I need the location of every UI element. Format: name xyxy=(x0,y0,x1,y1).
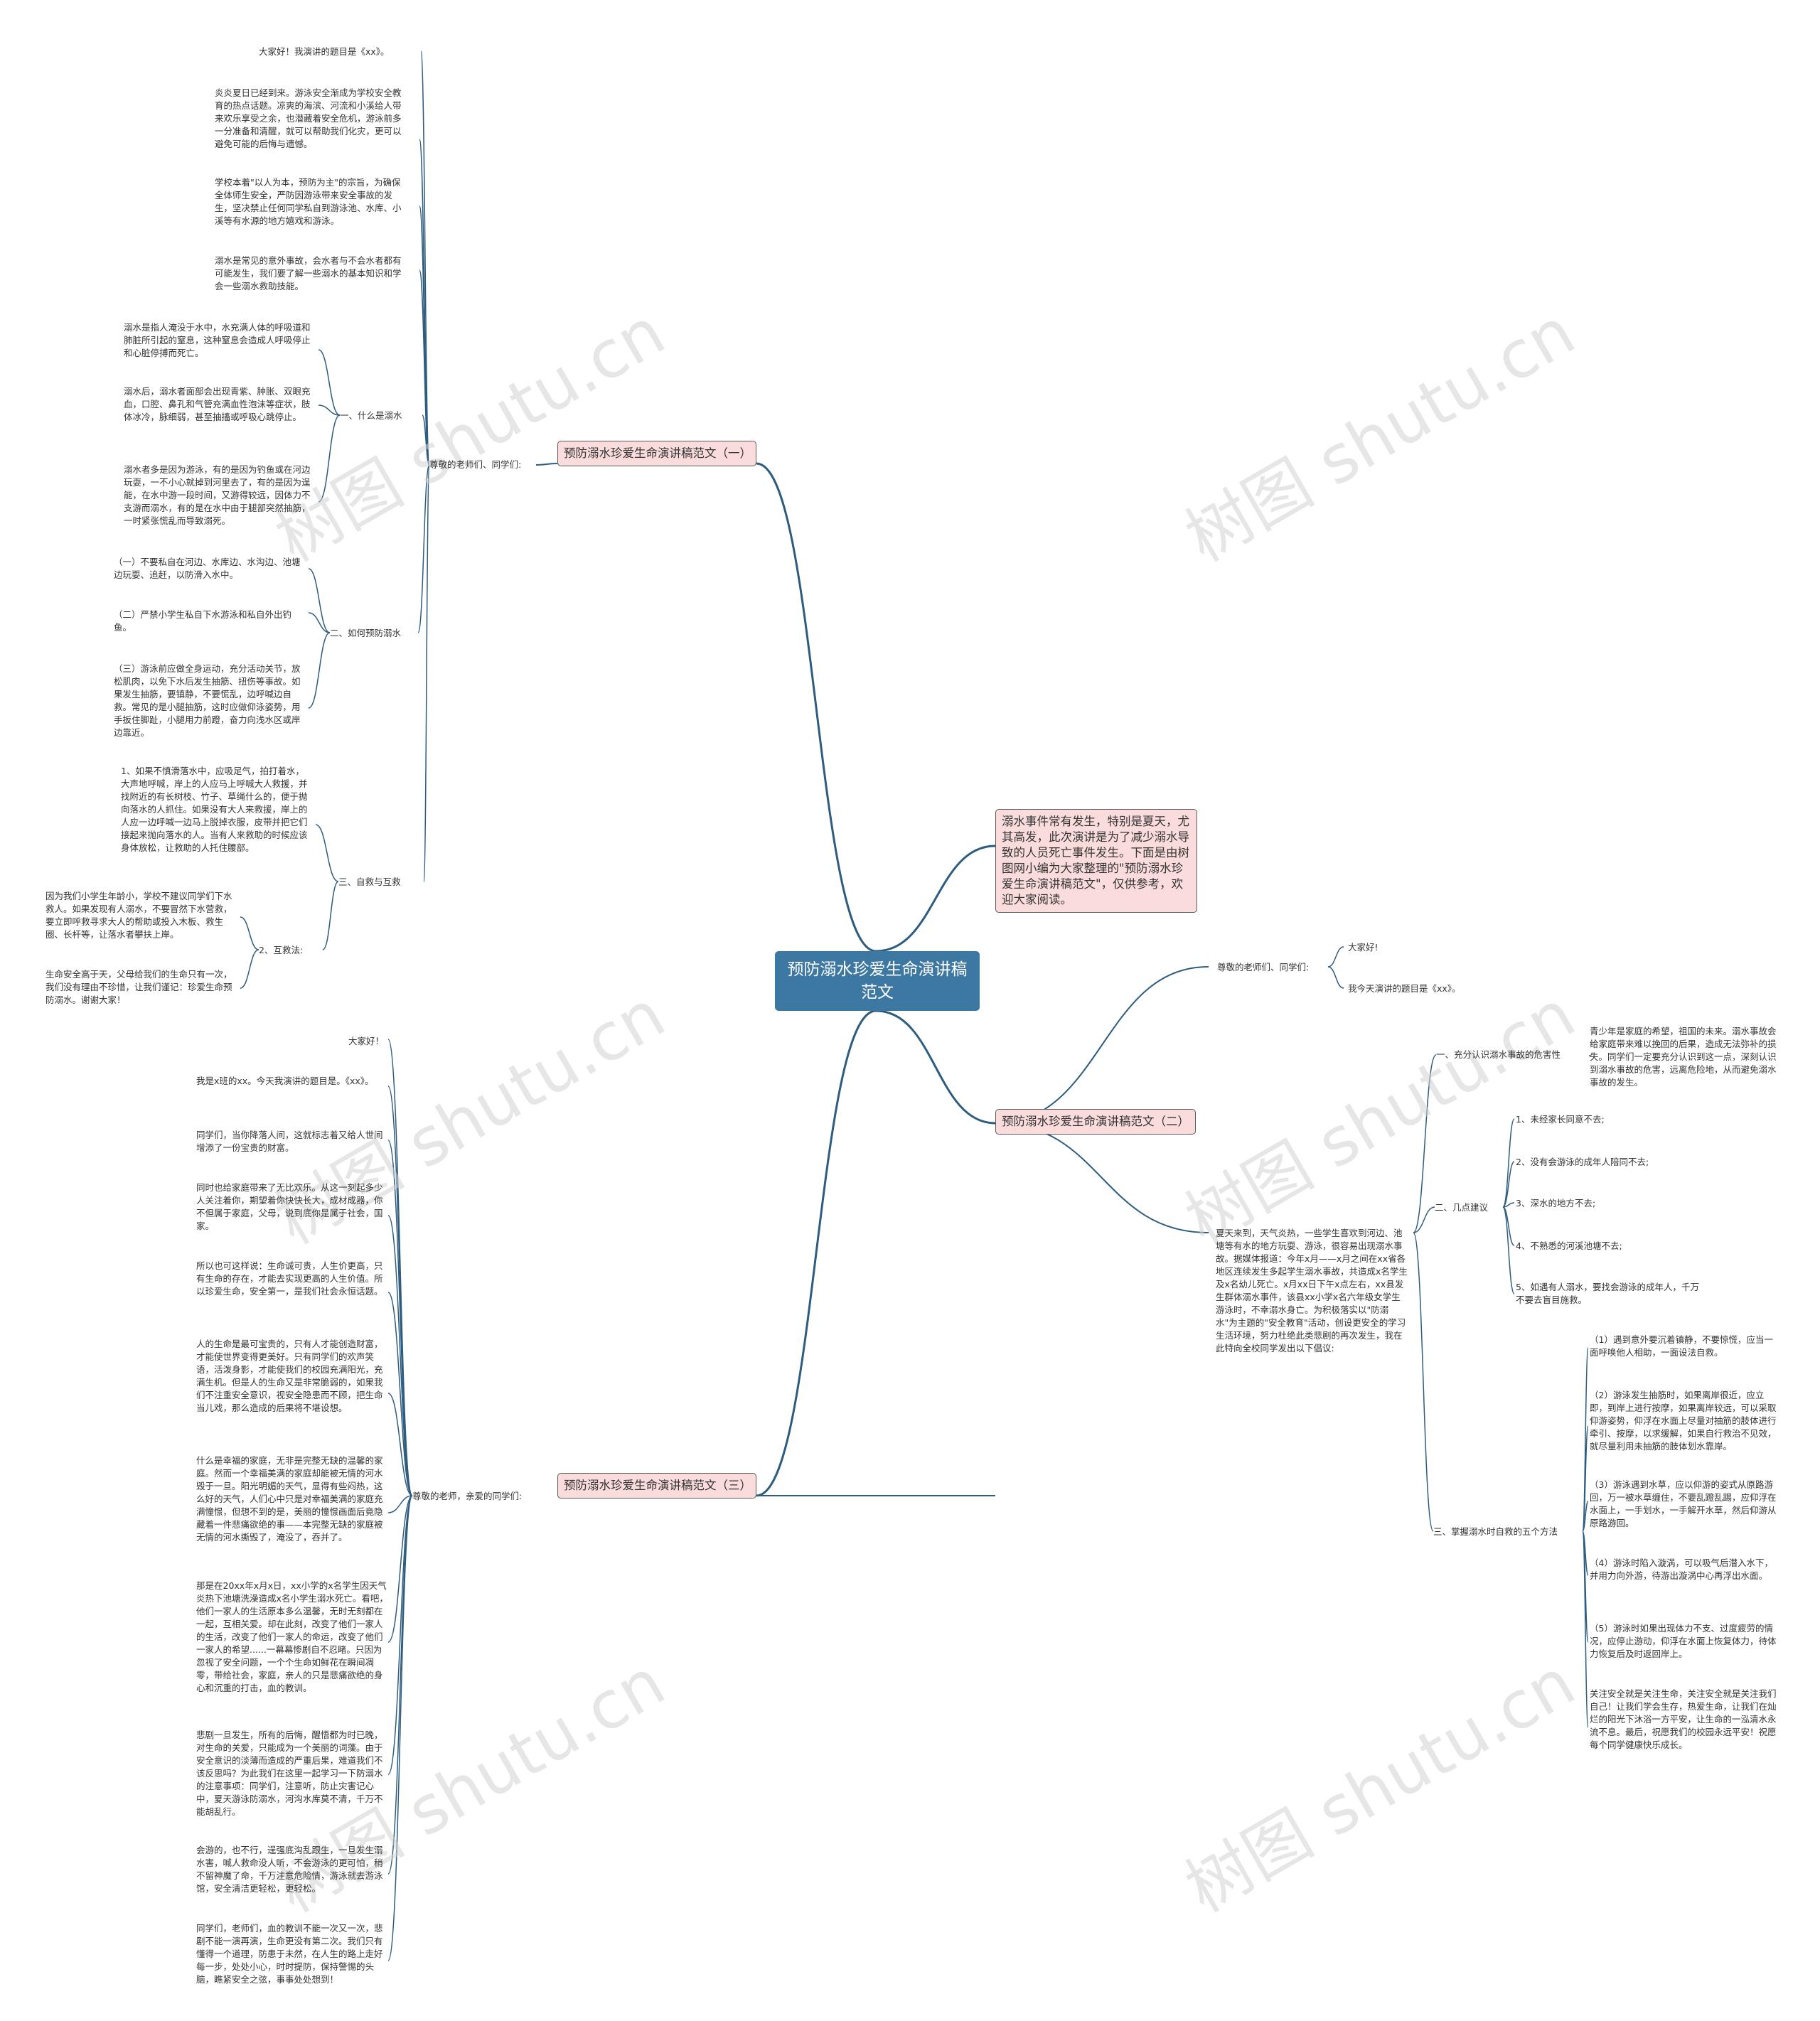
b2-text: 我今天演讲的题目是《xx》。 xyxy=(1348,983,1461,994)
connector-line xyxy=(1502,1202,1515,1208)
b2-salutation: 尊敬的老师们、同学们: xyxy=(1217,962,1310,972)
connector-line xyxy=(308,568,331,633)
connector-line xyxy=(995,966,1209,1124)
b3-text: 什么是幸福的家庭，无非是完整无缺的温馨的家庭。然而一个幸福美满的家庭却能被无情的… xyxy=(196,1455,383,1543)
connector-line xyxy=(318,349,341,416)
b3-text: 那是在20xx年x月x日，xx小学的x名学生因天气炎热下池塘洗澡造成x名小学生溺… xyxy=(196,1580,388,1693)
connector-line xyxy=(387,1495,413,1643)
branch-3-title[interactable]: 预防溺水珍爱生命演讲稿范文（三） xyxy=(557,1473,756,1499)
connector-line xyxy=(995,1122,1209,1233)
connector-line xyxy=(1327,966,1344,989)
b2-text: 青少年是家庭的希望，祖国的未来。溺水事故会给家庭带来难以挽回的后果，造成无法弥补… xyxy=(1590,1026,1777,1088)
connector-line xyxy=(422,414,430,466)
b3-text: 悲剧一旦发生，所有的后悔，醒悟都为时已晚，对生命的关爱，只能成为一个美丽的词藻。… xyxy=(196,1730,383,1817)
connector-line xyxy=(387,1495,413,1775)
b2-text: 1、未经家长同意不去; xyxy=(1516,1114,1605,1125)
branch-2-title[interactable]: 预防溺水珍爱生命演讲稿范文（二） xyxy=(995,1109,1196,1135)
central-topic[interactable]: 预防溺水珍爱生命演讲稿范文 xyxy=(775,951,980,1011)
b1-salutation: 尊敬的老师们、同学们: xyxy=(429,459,522,470)
connector-line xyxy=(387,1393,413,1496)
b2-section-2: 二、几点建议 xyxy=(1435,1202,1489,1213)
connector-line xyxy=(875,1009,996,1125)
connector-line xyxy=(308,612,331,633)
b1-text: （三）游泳前应做全身运动，充分活动关节，放松肌肉，以免下水后发生抽筋、扭伤等事故… xyxy=(114,663,301,738)
b1-text: 溺水者多是因为游泳，有的是因为钓鱼或在河边玩耍，一不小心就掉到河里去了，有的是因… xyxy=(124,464,311,526)
connector-line xyxy=(387,1495,413,1875)
b3-text: 所以也可这样说：生命诚可贵，人生价更高，只有生命的存在，才能去实现更高的人生价值… xyxy=(196,1260,383,1297)
connector-line xyxy=(318,414,341,503)
connector-line xyxy=(756,1009,877,1497)
connector-line xyxy=(240,949,259,989)
connector-line xyxy=(1413,1206,1435,1233)
connector-line xyxy=(1582,1425,1589,1532)
connector-line xyxy=(417,464,430,633)
b1-section-1: 一、什么是溺水 xyxy=(340,410,402,421)
b1-section-2: 二、如何预防溺水 xyxy=(330,628,402,638)
branch-1-title[interactable]: 预防溺水珍爱生命演讲稿范文（一） xyxy=(557,441,756,466)
b1-text: 生命安全高于天，父母给我们的生命只有一次，我们没有理由不珍惜，让我们谨记：珍爱生… xyxy=(46,969,232,1005)
b1-text: （一）不要私自在河边、水库边、水沟边、池塘边玩耍、追赶，以防滑入水中。 xyxy=(114,557,301,580)
connector-line xyxy=(308,632,331,709)
b1-text: 学校本着"以人为本，预防为主"的宗旨，为确保全体师生安全，严防因游泳带来安全事故… xyxy=(215,177,402,226)
connector-line xyxy=(1582,1531,1589,1728)
connector-line xyxy=(1502,1161,1515,1208)
connector-line xyxy=(315,824,339,882)
connector-line xyxy=(1327,946,1344,967)
b1-text: 因为我们小学生年龄小，学校不建议同学们下水救人。如果发现有人溺水，不要冒然下水营… xyxy=(46,891,232,940)
connector-line xyxy=(318,404,341,416)
b2-text: （2）游泳发生抽筋时，如果离岸很近，应立即，到岸上进行按摩，如果离岸较远，可以采… xyxy=(1590,1390,1777,1452)
connector-line xyxy=(387,1085,413,1496)
connector-line xyxy=(322,881,339,950)
b3-text: 大家好！ xyxy=(348,1036,384,1046)
b1-text: 炎炎夏日已经到来。游泳安全渐成为学校安全教育的热点话题。凉爽的海滨、河流和小溪给… xyxy=(215,87,402,149)
connector-line xyxy=(240,916,259,950)
connector-line xyxy=(387,1215,413,1496)
b2-text: （5）游泳时如果出现体力不支、过度疲劳的情况，应停止游动，仰浮在水面上恢复体力，… xyxy=(1590,1623,1777,1659)
intro-node[interactable]: 溺水事件常有发生，特别是夏天，尤其高发，此次演讲是为了减少溺水导致的人员死亡事件… xyxy=(995,809,1197,913)
b2-text: 3、深水的地方不去; xyxy=(1516,1198,1596,1208)
connector-line xyxy=(1582,1501,1589,1532)
connector-line xyxy=(387,1039,413,1496)
connector-line xyxy=(756,462,877,953)
b2-text: （4）游泳时陷入漩涡，可以吸气后潜入水下，并用力向外游，待游出漩涡中心再浮出水面… xyxy=(1590,1558,1773,1581)
b1-text: 1、如果不慎滑落水中，应吸足气，拍打着水，大声地呼喊，岸上的人应马上呼喊大人救援… xyxy=(121,766,308,853)
b2-text: 2、没有会游泳的成年人陪同不去; xyxy=(1516,1157,1649,1167)
b3-text: 会游的，也不行，逞强底沟乱跟生，一旦发生溺水害，喊人救命没人听，不会游泳的更可怕… xyxy=(196,1845,383,1894)
b3-text: 同学们，当你降落人间，这就标志着又给人世间增添了一份宝贵的财富。 xyxy=(196,1130,383,1153)
connector-line xyxy=(875,845,996,953)
b2-text: （3）游泳遇到水草，应以仰游的姿式从原路游回，万一被水草缠住，不要乱蹬乱踢，应仰… xyxy=(1590,1479,1777,1528)
b1-text: 溺水后，溺水者面部会出现青紫、肿胀、双眼充血，口腔、鼻孔和气管充满血性泡沫等症状… xyxy=(124,386,311,422)
b2-text: 大家好! xyxy=(1348,942,1379,953)
connector-line xyxy=(1502,1206,1515,1294)
b3-salutation: 尊敬的老师，亲爱的同学们: xyxy=(412,1491,523,1501)
connector-line xyxy=(1502,1118,1515,1208)
b3-text: 我是x班的xx。今天我演讲的题目是。《xx》。 xyxy=(196,1076,374,1086)
connector-line xyxy=(1413,1232,1434,1532)
connector-line xyxy=(387,1495,413,1961)
b3-text: 同学们，老师们，血的教训不能一次又一次，悲剧不能一演再演，生命更没有第二次。我们… xyxy=(196,1923,383,1985)
b2-text: 4、不熟悉的河溪池塘不去; xyxy=(1516,1240,1622,1251)
b1-text: （二）严禁小学生私自下水游泳和私自外出钓鱼。 xyxy=(114,609,292,633)
b3-text: 同时也给家庭带来了无比欢乐。从这一刻起多少人关注着你，期望着你快快长大，成材成器… xyxy=(196,1182,383,1231)
b2-text: （1）遇到意外要沉着镇静，不要惊慌，应当一面呼唤他人相助，一面设法自救。 xyxy=(1590,1334,1773,1358)
b2-text: 5、如遇有人溺水，要找会游泳的成年人，千万不要去盲目施救。 xyxy=(1516,1282,1699,1305)
b1-section-3: 三、自救与互救 xyxy=(338,877,401,887)
b2-text: 关注安全就是关注生命，关注安全就是关注我们自己！让我们学会生存，热爱生命，让我们… xyxy=(1590,1688,1777,1750)
b2-section-1: 一、充分认识溺水事故的危害性 xyxy=(1436,1049,1561,1060)
b1-text: 溺水是常见的意外事故，会水者与不会水者都有可能发生，我们要了解一些溺水的基本知识… xyxy=(215,255,402,291)
b1-subsection: 2、互救法: xyxy=(259,945,304,955)
connector-line xyxy=(387,1140,413,1496)
connector-line xyxy=(387,1495,413,1513)
b1-text: 溺水是指人淹没于水中，水充满人体的呼吸道和肺脏所引起的窒息，这种窒息会造成人呼吸… xyxy=(124,322,311,358)
connector-line xyxy=(535,463,558,466)
b3-text: 人的生命是最可宝贵的，只有人才能创造财富，才能使世界变得更美好。只有同学们的欢声… xyxy=(196,1339,383,1413)
connector-line xyxy=(423,464,430,882)
connector-line xyxy=(387,1292,413,1496)
b2-section-3: 三、掌握溺水时自救的五个方法 xyxy=(1433,1526,1558,1537)
b2-text: 夏天来到，天气炎热，一些学生喜欢到河边、池塘等有水的地方玩耍、游泳，很容易出现溺… xyxy=(1216,1228,1408,1353)
b1-text: 大家好！我演讲的题目是《xx》。 xyxy=(259,46,390,57)
connector-line xyxy=(1413,1054,1437,1233)
